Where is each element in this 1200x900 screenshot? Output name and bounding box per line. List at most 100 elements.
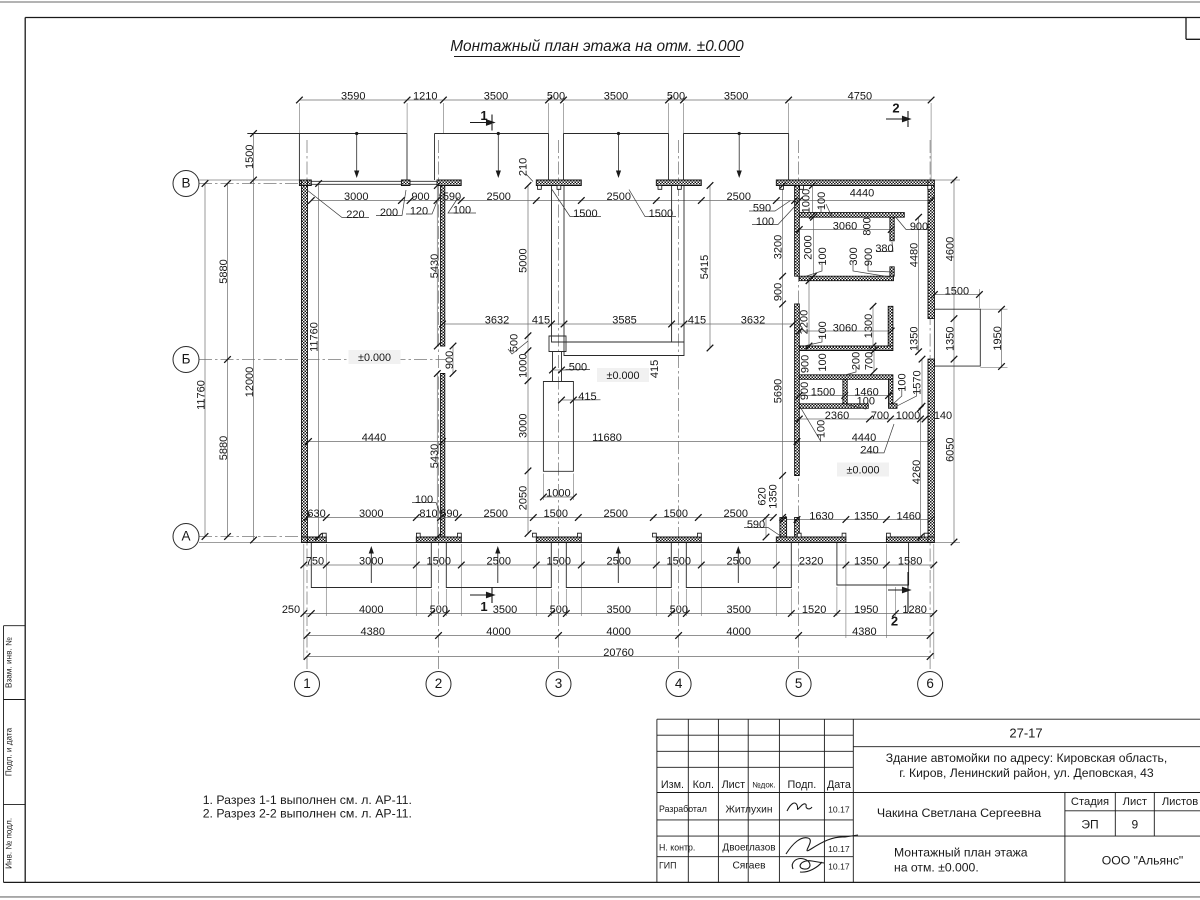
thin-structures <box>310 180 981 588</box>
tb-sheet-label: Лист <box>1123 796 1147 808</box>
section-label-2: 2 <box>891 613 898 628</box>
dim-label-4750: 4750 <box>848 90 872 102</box>
dim-label-2500: 2500 <box>486 191 510 203</box>
dim-label-1300: 1300 <box>863 314 875 338</box>
dim-label-810: 810 <box>419 508 437 520</box>
tb-row3-date: 10.17 <box>828 862 850 872</box>
dim-label-1000: 1000 <box>517 353 529 377</box>
tb-code: 27-17 <box>1009 726 1042 741</box>
dim-label-2320: 2320 <box>799 556 823 568</box>
dim-label-1000: 1000 <box>546 488 570 500</box>
dim-label-210: 210 <box>517 158 529 176</box>
dim-label-250: 250 <box>282 604 300 616</box>
dim-label-3000: 3000 <box>517 414 529 438</box>
dim-label-1500: 1500 <box>544 508 568 520</box>
dim-label-900: 900 <box>910 221 928 233</box>
tb-name-1: Монтажный план этажа <box>894 846 1028 860</box>
dim-label-140: 140 <box>934 410 952 422</box>
tb-row1-date: 10.17 <box>828 805 850 815</box>
entrance-arrow-lines <box>370 551 739 583</box>
dim-label-1570: 1570 <box>911 370 923 394</box>
dim-label-3060: 3060 <box>833 322 857 334</box>
canopy-flow-dots <box>355 131 741 136</box>
tb-company: ООО "Альянс" <box>1102 854 1184 868</box>
note-line-1: 1. Разрез 1-1 выполнен см. л. АР-11. <box>203 793 412 807</box>
elevation-box <box>348 350 401 364</box>
dim-label-3590: 3590 <box>341 90 365 102</box>
dimension-lines <box>204 99 1002 657</box>
dim-label-1000: 1000 <box>800 189 812 213</box>
dim-label-100: 100 <box>816 420 828 438</box>
dim-label-4000: 4000 <box>726 626 750 638</box>
dim-label-1500: 1500 <box>573 208 597 220</box>
dim-label-100: 100 <box>897 373 909 391</box>
dim-label-3200: 3200 <box>772 235 784 259</box>
dim-label-2360: 2360 <box>825 410 849 422</box>
dim-label-1350: 1350 <box>909 327 921 351</box>
section-label-1: 1 <box>480 599 487 614</box>
canopy-flow-lines <box>356 135 740 173</box>
dim-label-1500: 1500 <box>427 556 451 568</box>
axis-label-Б: Б <box>182 351 191 366</box>
dim-label-4000: 4000 <box>359 604 383 616</box>
dim-label-1350: 1350 <box>944 327 956 351</box>
elevation-box <box>837 462 889 477</box>
tb-col-podp: Подп. <box>788 779 817 791</box>
dim-label-900: 900 <box>863 248 875 266</box>
dim-label-20760: 20760 <box>603 647 634 659</box>
dim-label-3632: 3632 <box>485 314 509 326</box>
dim-label-630: 630 <box>307 508 325 520</box>
title-block-grid <box>656 718 1200 883</box>
dim-label-300: 300 <box>848 247 860 265</box>
tb-stage-value: ЭП <box>1081 818 1098 832</box>
dim-label-900: 900 <box>772 283 784 301</box>
dim-label-3500: 3500 <box>727 604 751 616</box>
dim-label-500: 500 <box>430 604 448 616</box>
dim-label-100: 100 <box>817 247 829 265</box>
dim-label-415: 415 <box>688 314 706 326</box>
note-line-2: 2. Разрез 2-2 выполнен см. л. АР-11. <box>203 807 412 821</box>
dim-label-1500: 1500 <box>664 508 688 520</box>
dim-label-590: 590 <box>747 519 765 531</box>
dim-label-200: 200 <box>380 207 398 219</box>
dim-label-4440: 4440 <box>850 187 874 199</box>
axis-label-3: 3 <box>555 676 563 691</box>
axis-label-6: 6 <box>926 676 934 691</box>
dimension-ticks <box>201 96 1006 661</box>
axis-label-А: А <box>181 528 190 543</box>
tb-sheets-label: Листов <box>1162 796 1198 808</box>
dim-label-4480: 4480 <box>908 243 920 267</box>
tb-row3-name: Сягаев <box>732 861 765 872</box>
walls <box>298 179 935 543</box>
dim-label-2200: 2200 <box>798 310 810 334</box>
dim-label-1460: 1460 <box>854 386 878 398</box>
dim-label-415: 415 <box>649 360 661 378</box>
tb-col-kol: Кол. <box>693 779 714 791</box>
dim-label-1460: 1460 <box>896 510 920 522</box>
dim-label-590: 590 <box>440 508 458 520</box>
dim-label-100: 100 <box>817 321 829 339</box>
tb-col-list: Лист <box>722 779 746 791</box>
elevation-mark: ±0.000 <box>607 370 640 382</box>
side-cell-3: Инв. № подл. <box>5 818 14 869</box>
dim-label-800: 800 <box>862 217 874 235</box>
dim-label-5430: 5430 <box>429 254 441 278</box>
dim-label-5690: 5690 <box>772 379 784 403</box>
dim-label-1520: 1520 <box>802 604 826 616</box>
dim-label-1280: 1280 <box>902 604 926 616</box>
dim-label-500: 500 <box>547 90 565 102</box>
dim-label-1350: 1350 <box>854 556 878 568</box>
tb-sheet-value: 9 <box>1131 818 1138 832</box>
dim-label-2500: 2500 <box>487 556 511 568</box>
dim-label-900: 900 <box>444 351 456 369</box>
dim-label-1500: 1500 <box>667 556 691 568</box>
dim-label-2050: 2050 <box>517 486 529 510</box>
tb-address-1: Здание автомойки по адресу: Кировская об… <box>886 751 1168 765</box>
tb-stage-label: Стадия <box>1071 796 1109 808</box>
dim-label-2500: 2500 <box>727 556 751 568</box>
dim-label-3000: 3000 <box>344 191 368 203</box>
dim-label-620: 620 <box>756 487 768 505</box>
